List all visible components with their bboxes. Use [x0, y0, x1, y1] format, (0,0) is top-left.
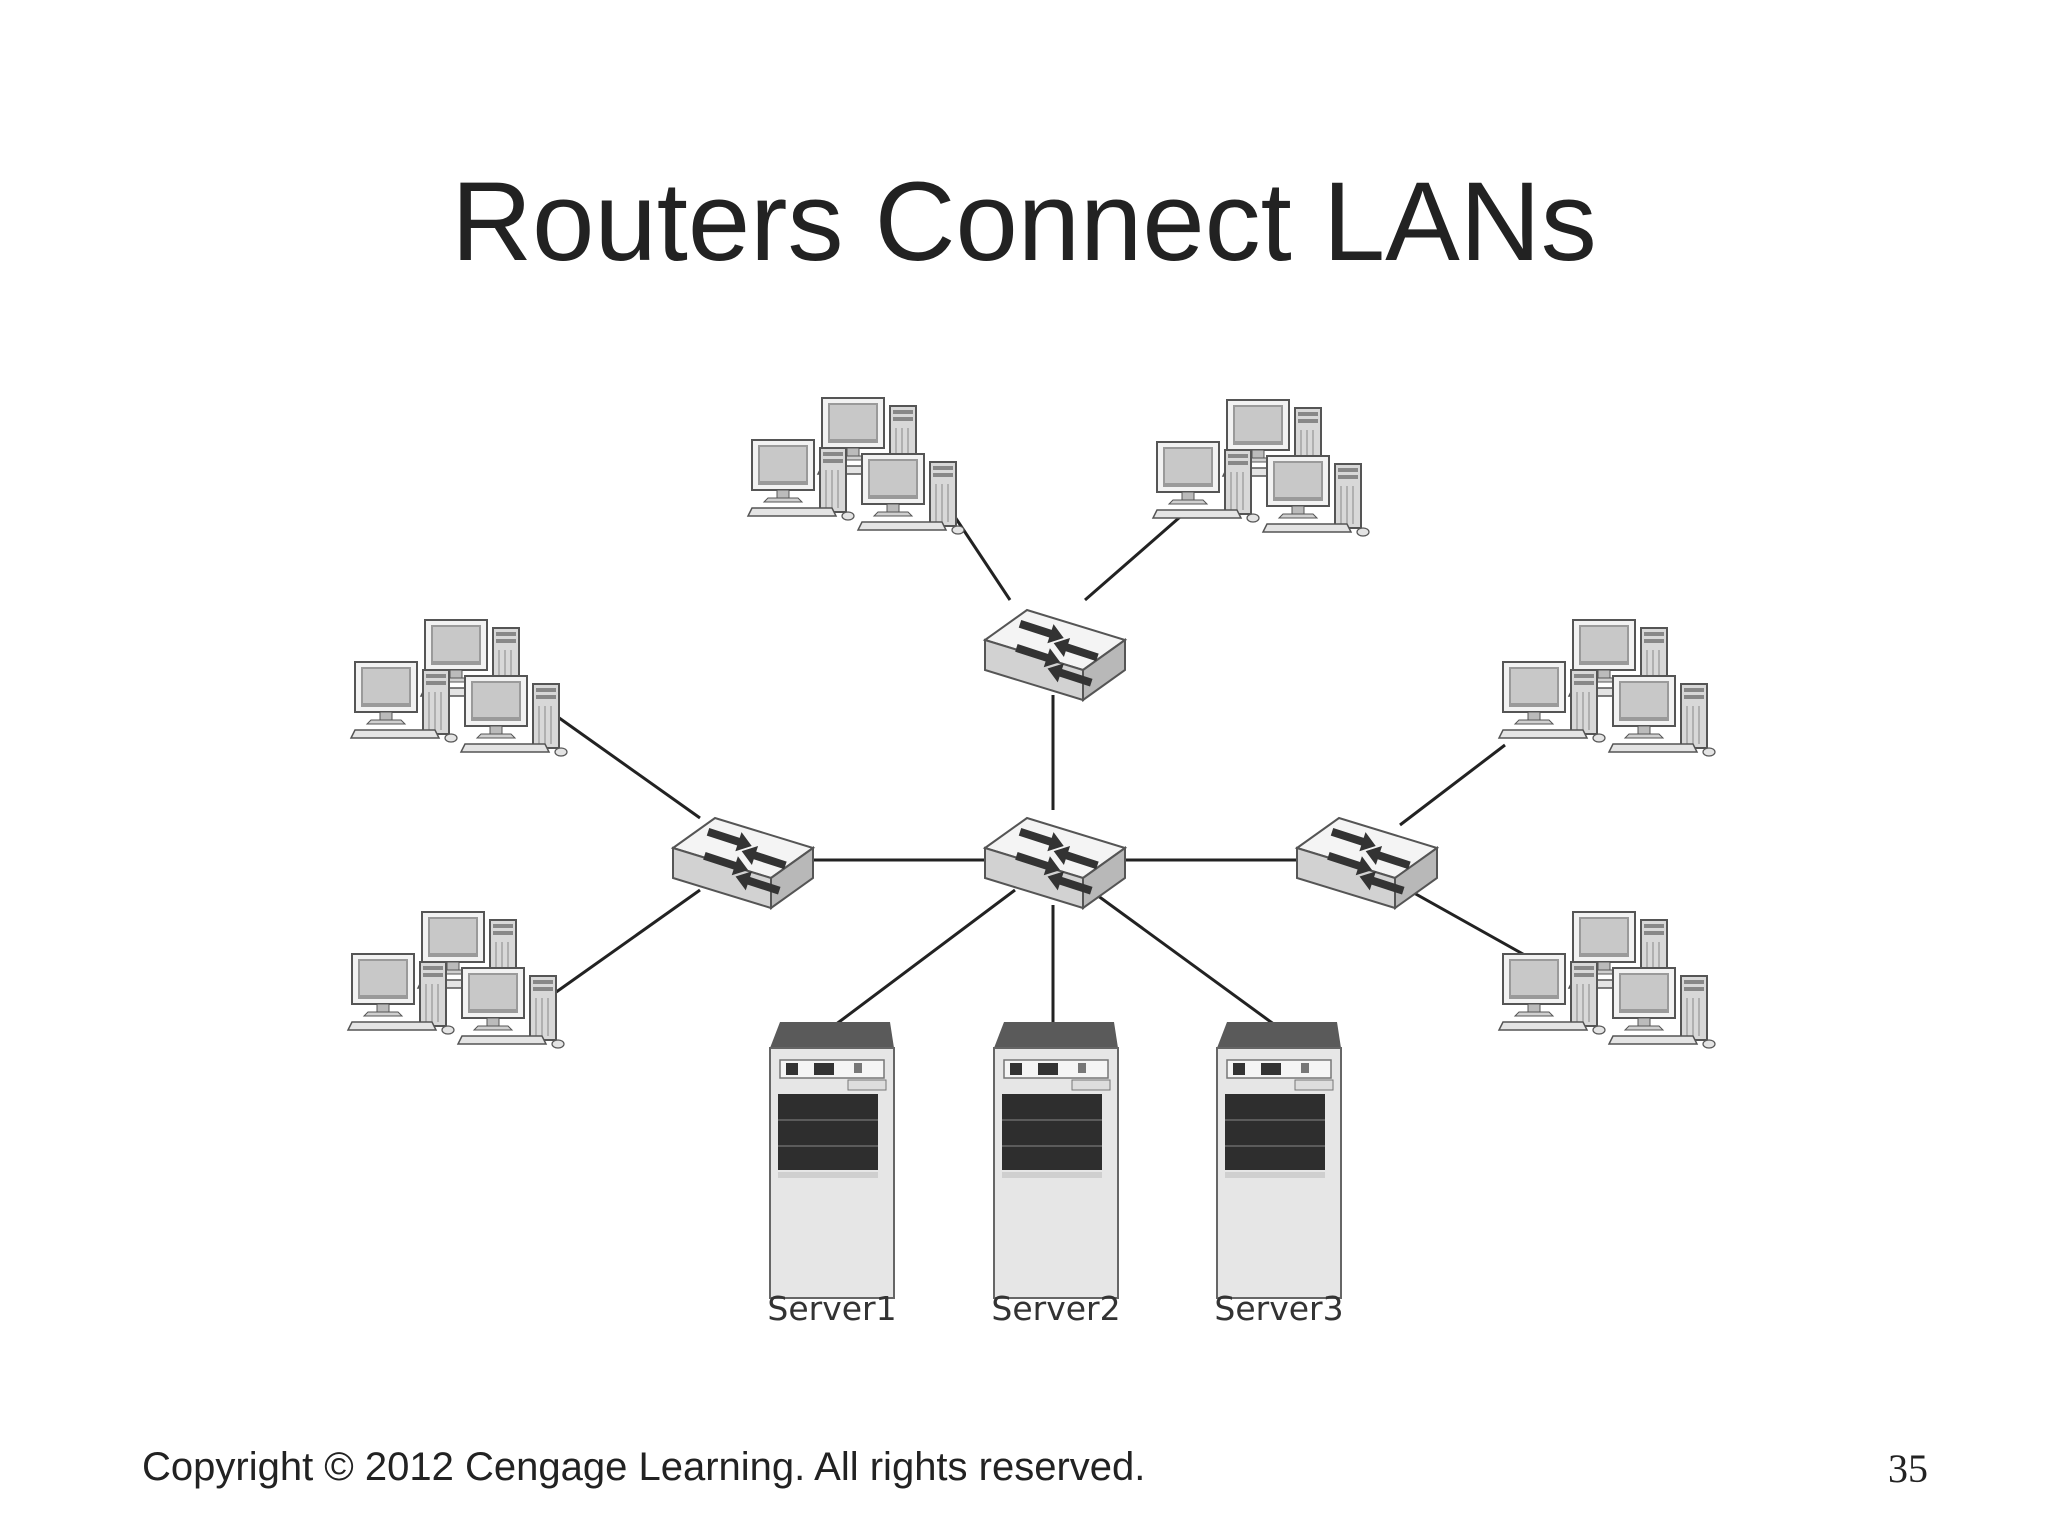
- link-server-3: [1089, 888, 1276, 1027]
- switch-center: [984, 817, 1126, 909]
- link-workgroup-right-upper: [1399, 743, 1506, 827]
- server-1: [769, 1021, 895, 1299]
- workgroup-top-left: [748, 398, 964, 534]
- workgroup-right-lower: [1499, 912, 1715, 1048]
- page-number: 35: [1888, 1446, 1928, 1491]
- connection-lines: [551, 515, 1531, 1027]
- slide-title: Routers Connect LANs: [451, 159, 1597, 284]
- workgroup-left-lower: [348, 912, 564, 1048]
- server-2: [993, 1021, 1119, 1299]
- link-workgroup-top-right: [1084, 515, 1181, 602]
- server-2-label: Server2: [991, 1289, 1120, 1328]
- copyright-notice: Copyright © 2012 Cengage Learning. All r…: [142, 1445, 1146, 1489]
- link-workgroup-top-left: [953, 516, 1012, 601]
- server-3: [1216, 1021, 1342, 1299]
- workgroup-right-upper: [1499, 620, 1715, 756]
- server-3-label: Server3: [1214, 1289, 1343, 1328]
- workgroup-left-upper: [351, 620, 567, 756]
- link-workgroup-left-upper: [554, 713, 701, 820]
- link-server-1: [834, 888, 1016, 1027]
- server-1-label: Server1: [767, 1289, 896, 1328]
- link-workgroup-left-lower: [551, 888, 701, 997]
- switch-top: [984, 609, 1126, 701]
- link-workgroup-right-lower: [1404, 886, 1531, 960]
- workgroup-top-right: [1153, 400, 1369, 536]
